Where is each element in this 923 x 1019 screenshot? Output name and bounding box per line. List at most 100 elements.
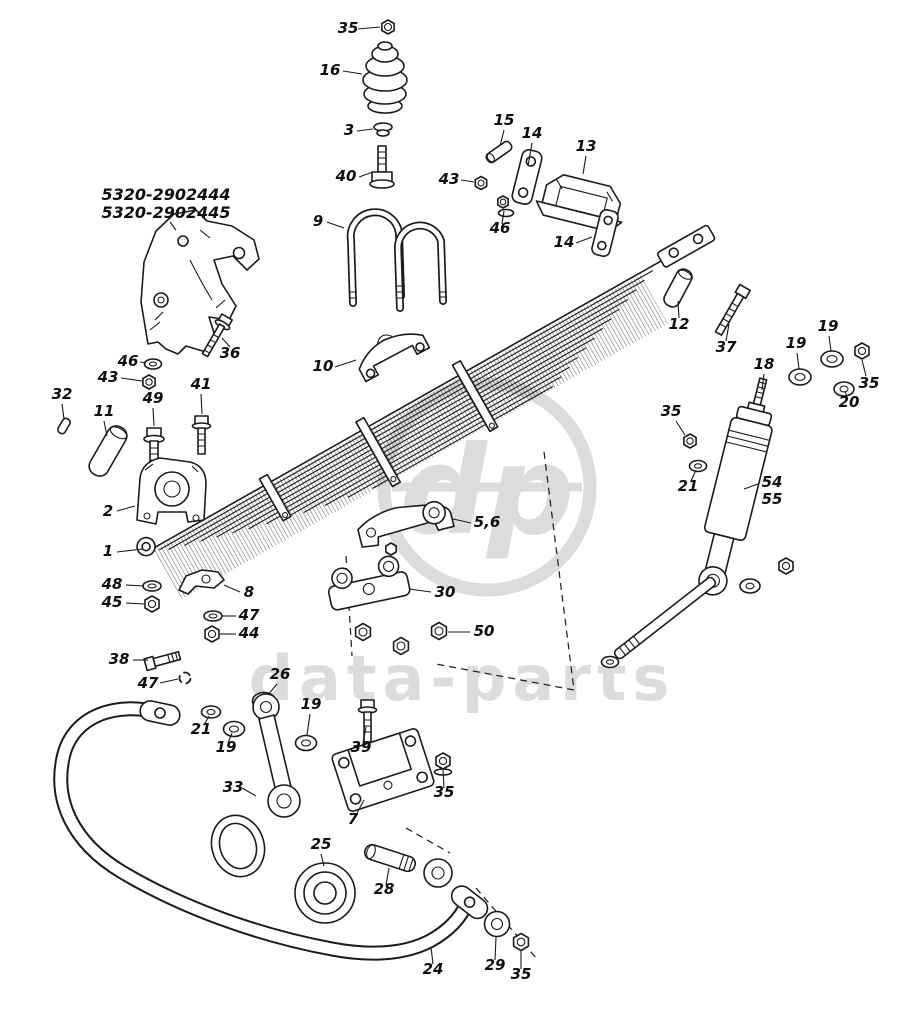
callout-8: 8 [244,583,254,601]
callout-leader-14 [527,142,533,167]
callout-leader-40 [358,171,374,178]
pin-32 [57,417,71,435]
nut-35-bottom [512,932,530,952]
bushing-19-lower-right [294,734,318,752]
washer-21-lower [200,705,222,719]
callout-24: 24 [423,960,444,978]
nut-35-mid [683,433,697,449]
nut-35-top [381,19,395,35]
callout-28: 28 [374,880,395,898]
callout-leader-11 [103,420,108,437]
callout-46: 46 [489,219,511,237]
callout-leader-29 [494,936,497,961]
callout-leader-25 [320,853,325,867]
callout-leader-45 [125,602,145,605]
callout-leader-30 [408,588,432,593]
part-number-line2: 5320-2902445 [101,203,230,222]
callout-leader-5,6 [452,518,472,524]
bracket-5-6 [357,500,455,548]
callout-leader-19 [828,335,832,352]
callout-13: 13 [576,137,597,155]
callout-7: 7 [348,810,359,828]
pin-28 [363,843,417,873]
nut-35-bracket7 [433,752,453,776]
nut-below-5-6 [384,542,398,556]
bolt-41 [191,415,212,455]
callout-leader-2 [116,505,136,512]
callout-33: 33 [223,778,244,796]
bracket-8 [178,569,225,595]
bump-stop-16 [362,41,408,114]
callout-leader-49 [152,407,155,427]
washer-21-mid [688,459,708,473]
shock-bottom-stud [613,576,717,660]
washer-29 [483,910,511,938]
callout-leader-21 [203,715,210,726]
callout-46: 46 [117,352,139,370]
callout-leader-46 [501,210,505,225]
bracket-7 [331,728,435,812]
bolt-37 [714,283,751,336]
callout-leader-32 [61,403,65,420]
clamp-10 [358,333,431,383]
callout-leader-33 [241,787,257,797]
bolt-49 [143,427,165,466]
nut-46-right [496,195,515,218]
nut-43-right [474,175,488,191]
callout-leader-35 [675,420,686,436]
callout-leader-13 [582,155,587,175]
bolt-36 [201,313,233,358]
callout-1: 1 [103,542,113,560]
callout-leader-18 [761,373,765,391]
plate-14-upper [511,149,543,205]
callout-32: 32 [52,385,73,403]
callout-leader-20 [844,390,848,398]
callout-leader-37 [725,323,730,342]
callout-leader-35 [861,359,867,377]
callout-47: 47 [137,674,159,692]
shock-absorber-54-55 [698,377,773,596]
callout-43: 43 [438,170,460,188]
callout-35: 35 [859,374,880,392]
callout-39: 39 [351,738,372,756]
washer-47-upper [203,610,223,622]
callout-leader-12 [677,300,680,319]
leaf-spring-1 [136,224,716,600]
plate-14-lower [591,208,619,258]
bushing-28 [423,858,453,888]
callout-leader-43 [460,179,475,183]
nut-lower-right-b [778,557,794,575]
bolt-40 [369,145,395,189]
callout-41: 41 [190,375,212,393]
nut-35-right [854,342,870,360]
callout-30: 30 [435,583,456,601]
callout-21: 21 [678,477,699,495]
callout-leader-7 [355,799,365,816]
stabilizer-bar-24 [53,700,489,961]
bushing-lower-right-a [739,578,761,594]
callout-26: 26 [270,665,291,683]
callout-leader-43 [120,377,143,382]
callout-leader-16 [342,70,363,75]
link-33 [252,693,301,818]
callout-2: 2 [103,502,113,520]
callout-20: 20 [839,393,860,411]
callout-9: 9 [313,212,323,230]
callout-leader-10 [334,359,357,368]
callout-14: 14 [554,233,575,251]
callout-18: 18 [754,355,775,373]
nut-43-left [142,374,156,390]
callout-leader-19 [796,352,800,370]
callout-leader-9 [326,221,345,229]
bushing-19-lower-left [222,720,246,738]
pin-12 [663,268,693,308]
callout-16: 16 [320,61,341,79]
callout-45: 45 [101,593,123,611]
casting-bracket [140,209,260,355]
callout-leader-8 [223,584,241,593]
callout-47: 47 [238,606,260,624]
callout-43: 43 [97,368,119,386]
callout-35: 35 [338,19,359,37]
